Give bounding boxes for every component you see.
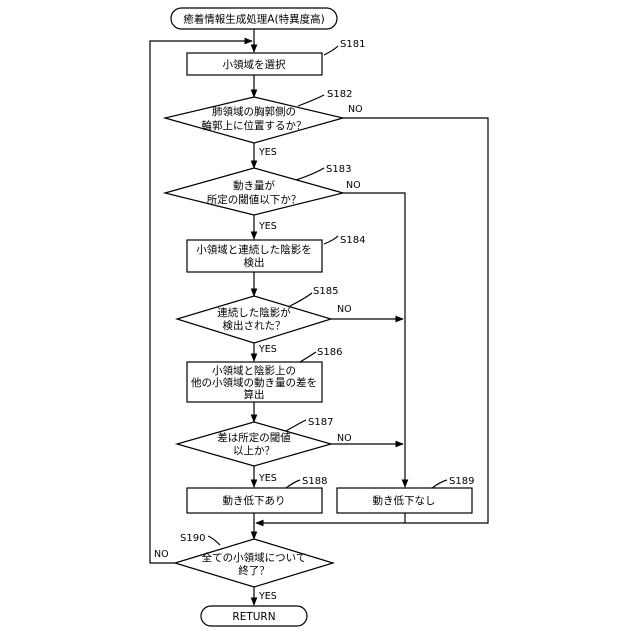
decision-s190: 全ての小領域について 終了？ S190 NO YES [154,533,333,602]
s186-text-2: 他の小領域の動き量の差を [191,376,317,389]
s187-no: NO [337,433,352,444]
s185-text-2: 検出された？ [223,319,286,332]
decision-s187: 差は所定の閾値 以上か？ S187 NO YES [177,417,352,484]
end-text: RETURN [232,611,275,623]
s182-yes: YES [258,147,277,158]
s187-label: S187 [308,417,333,428]
process-s188: 動き低下あり S188 [187,476,327,513]
s190-text-1: 全ての小領域について [202,551,307,564]
process-s184: 小領域と連続した陰影を 検出 S184 [187,235,365,272]
s187-text-1: 差は所定の閾値 [217,431,291,444]
decision-s182: 肺領域の胸郭側の 輪郭上に位置するか？ S182 NO YES [165,89,363,158]
decision-s183: 動き量が 所定の閾値以下か？ S183 NO YES [165,164,361,232]
s181-text: 小領域を選択 [223,58,286,71]
process-s189: 動き低下なし S189 [337,476,474,513]
s181-label: S181 [340,39,365,50]
s186-text-1: 小領域と陰影上の [212,364,296,377]
s190-text-2: 終了？ [238,564,270,577]
start-terminal: 癒着情報生成処理A(特異度高) [171,8,337,29]
process-s181: 小領域を選択 S181 [187,39,365,75]
s183-label: S183 [326,164,351,175]
s186-label: S186 [317,347,342,358]
s190-no: NO [154,549,169,560]
s189-label: S189 [449,476,474,487]
s190-yes: YES [258,591,277,602]
s182-no: NO [348,104,363,115]
start-text: 癒着情報生成処理A(特異度高) [183,13,324,26]
s190-label: S190 [180,533,205,544]
s185-no: NO [337,304,352,315]
s188-label: S188 [302,476,327,487]
s183-text-1: 動き量が [233,179,275,192]
s185-label: S185 [313,286,338,297]
s184-label: S184 [340,235,365,246]
s186-text-3: 算出 [244,388,265,401]
s183-yes: YES [258,221,277,232]
s187-yes: YES [258,473,277,484]
end-terminal: RETURN [201,606,307,626]
decision-s185: 連続した陰影が 検出された？ S185 NO YES [177,286,352,355]
process-s186: 小領域と陰影上の 他の小領域の動き量の差を 算出 S186 [187,347,342,402]
s183-text-2: 所定の閾値以下か？ [207,193,302,206]
s185-yes: YES [258,344,277,355]
s184-text-2: 検出 [244,256,265,269]
s187-text-2: 以上か？ [233,445,275,457]
s182-text-2: 輪郭上に位置するか？ [202,119,307,132]
s184-text-1: 小領域と連続した陰影を [196,243,312,256]
s189-text: 動き低下なし [373,494,436,507]
s183-no: NO [346,180,361,191]
s182-label: S182 [327,89,352,100]
s188-text: 動き低下あり [223,494,286,507]
s185-text-1: 連続した陰影が [217,306,291,319]
s182-text-1: 肺領域の胸郭側の [212,105,296,118]
